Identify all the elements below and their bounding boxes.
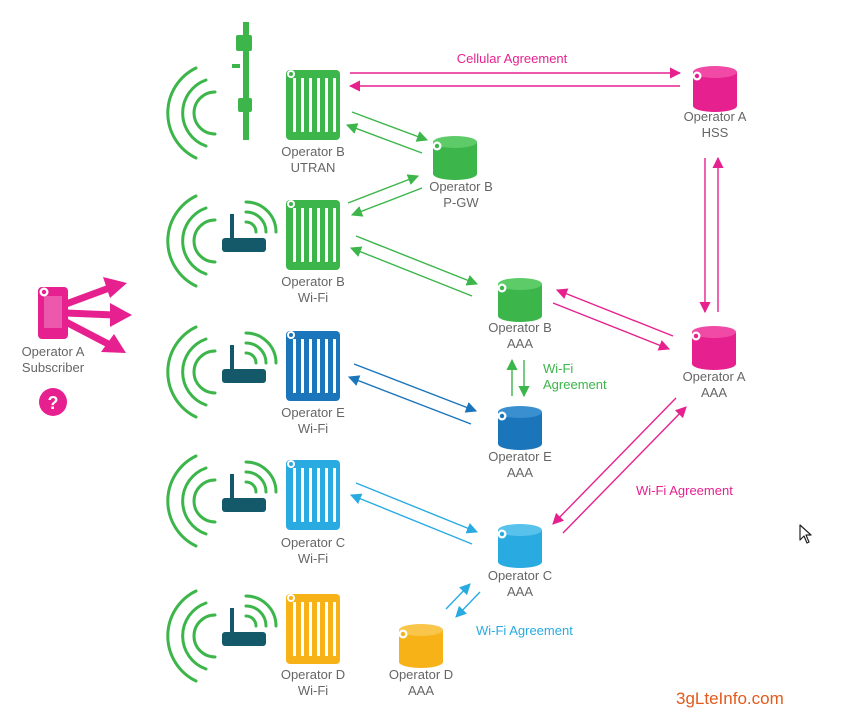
arrow-c-aaa-to-a-aaa (562, 406, 687, 534)
d-aaa-label-line1: Operator D (389, 667, 453, 682)
wifi-agreement-b-e-line1: Wi-Fi (543, 361, 573, 376)
signal-wave-icon (166, 325, 217, 419)
b-pgw-label-line2: P-GW (443, 195, 479, 210)
wifi-agreement-a-c-label: Wi-Fi Agreement (636, 483, 733, 498)
subscriber-label-line2: Subscriber (22, 360, 85, 375)
arrow-a-aaa-to-c-aaa (552, 397, 677, 525)
rack-icon-e-wifi (286, 331, 340, 401)
arrow-pgw-to-bwifi (350, 187, 423, 217)
signal-wave-icon (166, 66, 217, 160)
c-aaa-label-line2: AAA (507, 584, 533, 599)
b-wifi-label-line2: Wi-Fi (298, 290, 328, 305)
arrow-cwifi-to-c-aaa (355, 482, 479, 534)
database-icon-d-aaa (398, 624, 443, 668)
arrow-ewifi-to-e-aaa (353, 363, 478, 413)
database-icon-a-hss (692, 66, 737, 112)
cellular-agreement-label: Cellular Agreement (457, 51, 568, 66)
c-wifi-label-line2: Wi-Fi (298, 551, 328, 566)
database-icon-e-aaa (497, 406, 542, 450)
rack-icon-c-wifi (286, 460, 340, 530)
arrow-c-aaa-to-cwifi (349, 493, 473, 545)
a-aaa-label-line1: Operator A (683, 369, 746, 384)
connection-arrows (345, 67, 724, 618)
agreement-labels: Cellular Agreement Wi-Fi Agreement Wi-Fi… (457, 51, 733, 638)
rack-icon-d-wifi (286, 594, 340, 664)
arrow-e-aaa-to-ewifi (347, 375, 472, 425)
d-wifi-label-line2: Wi-Fi (298, 683, 328, 698)
b-pgw-label-line1: Operator B (429, 179, 493, 194)
subscriber-device: Operator A Subscriber ? (22, 277, 132, 416)
arrow-pgw-to-utran (345, 123, 423, 154)
wifi-router-icon (222, 460, 278, 512)
signal-wave-icon (166, 589, 217, 683)
utran-label-line1: Operator B (281, 144, 345, 159)
e-wifi-label-line1: Operator E (281, 405, 345, 420)
database-icon-c-aaa (497, 524, 542, 568)
arrow-a-aaa-to-b-aaa (555, 288, 674, 337)
rack-icon-b-wifi (286, 200, 340, 270)
a-hss-label-line1: Operator A (684, 109, 747, 124)
question-icon: ? (39, 388, 67, 416)
arrow-b-aaa-to-a-aaa (552, 302, 671, 351)
core-servers (398, 66, 737, 668)
d-wifi-label-line1: Operator D (281, 667, 345, 682)
database-icon-b-aaa (497, 278, 542, 322)
a-hss-label-line2: HSS (702, 125, 729, 140)
signal-waves (166, 66, 217, 683)
b-aaa-label-line2: AAA (507, 336, 533, 351)
wifi-router-icon (222, 594, 278, 646)
database-icon-b-pgw (432, 136, 477, 180)
signal-wave-icon (166, 454, 217, 548)
a-aaa-label-line2: AAA (701, 385, 727, 400)
mouse-cursor-icon (799, 524, 812, 544)
question-glyph: ? (48, 393, 59, 413)
signal-wave-icon (166, 194, 217, 288)
watermark: 3gLteInfo.com (676, 689, 784, 708)
wifi-router-icon (222, 331, 278, 383)
subscriber-label-line1: Operator A (22, 344, 85, 359)
arrow-bwifi-to-b-aaa (355, 235, 479, 286)
arrow-c-aaa-to-d-aaa (455, 591, 481, 618)
e-aaa-label-line2: AAA (507, 465, 533, 480)
rack-icon-utran (286, 70, 340, 140)
arrow-utran-to-pgw (351, 111, 429, 142)
e-wifi-label-line2: Wi-Fi (298, 421, 328, 436)
utran-label-line2: UTRAN (291, 160, 336, 175)
arrow-bwifi-to-pgw (347, 174, 420, 204)
multi-direction-arrow-icon (62, 277, 132, 353)
b-aaa-label-line1: Operator B (488, 320, 552, 335)
arrow-d-aaa-to-c-aaa (445, 583, 471, 610)
access-node-racks (286, 70, 340, 664)
b-wifi-label-line1: Operator B (281, 274, 345, 289)
server-labels: Operator A HSS Operator B P-GW Operator … (389, 109, 747, 698)
phone-icon (38, 287, 68, 339)
d-aaa-label-line2: AAA (408, 683, 434, 698)
wifi-agreement-c-d-label: Wi-Fi Agreement (476, 623, 573, 638)
database-icon-a-aaa (691, 326, 736, 370)
c-wifi-label-line1: Operator C (281, 535, 345, 550)
wifi-agreement-b-e-line2: Agreement (543, 377, 607, 392)
e-aaa-label-line1: Operator E (488, 449, 552, 464)
access-network-labels: Operator B UTRAN Operator B Wi-Fi Operat… (281, 144, 345, 698)
wifi-router-icon (222, 200, 278, 252)
arrow-b-aaa-to-bwifi (349, 246, 473, 297)
cell-tower-icon (232, 22, 252, 140)
wifi-routers (222, 200, 278, 646)
c-aaa-label-line1: Operator C (488, 568, 552, 583)
